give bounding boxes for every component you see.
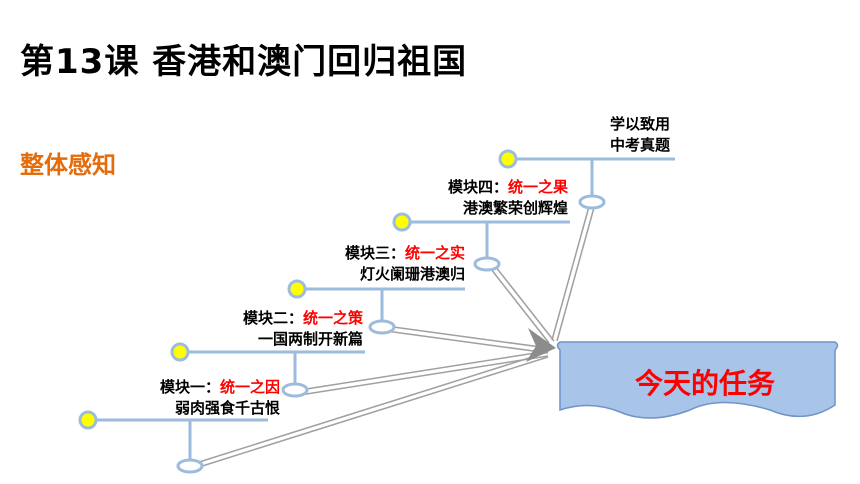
module-1-name: 模块一：: [159, 378, 220, 396]
node-start-2: [170, 342, 190, 362]
extra-line-2: 中考真题: [609, 136, 670, 154]
module-4-desc: 港澳繁荣创辉煌: [462, 199, 568, 217]
module-2-name: 模块二：: [242, 309, 303, 327]
node-start-4: [392, 212, 412, 232]
module-4-label: 模块四：统一之果 港澳繁荣创辉煌: [448, 177, 568, 219]
arrowhead: [526, 328, 556, 362]
node-end-4: [473, 256, 501, 272]
module-3-name: 模块三：: [344, 244, 405, 262]
module-1-theme: 统一之因: [219, 378, 280, 396]
module-3-label: 模块三：统一之实 灯火阑珊港澳归: [345, 243, 465, 285]
node-end-2: [281, 382, 309, 398]
module-1-desc: 弱肉强食千古恨: [174, 399, 280, 417]
task-box: [556, 341, 839, 419]
module-3-desc: 灯火阑珊港澳归: [359, 265, 465, 283]
arrow-1: [195, 351, 549, 469]
module-2-theme: 统一之策: [302, 309, 363, 327]
page-title: 第13课 香港和澳门回归祖国: [20, 42, 468, 82]
module-2-desc: 一国两制开新篇: [257, 330, 363, 348]
arrow-3: [385, 325, 549, 354]
module-4-theme: 统一之果: [507, 178, 568, 196]
today-task-text: 今天的任务: [634, 367, 775, 400]
node-end-3: [368, 319, 396, 335]
extra-label: 学以致用 中考真题: [610, 114, 670, 156]
arrow-2: [299, 350, 549, 396]
node-end-1: [176, 458, 204, 474]
node-start-1: [78, 410, 98, 430]
node-end-5: [578, 194, 606, 210]
module-1-label: 模块一：统一之因 弱肉强食千古恨: [160, 377, 280, 419]
module-4-name: 模块四：: [447, 178, 508, 196]
node-start-3: [287, 279, 307, 299]
section-heading: 整体感知: [20, 151, 116, 179]
module-2-label: 模块二：统一之策 一国两制开新篇: [243, 308, 363, 350]
arrow-5: [551, 202, 596, 342]
node-start-5: [498, 149, 518, 169]
extra-line-1: 学以致用: [609, 115, 670, 133]
module-3-theme: 统一之实: [404, 244, 465, 262]
arrow-4: [486, 261, 555, 344]
